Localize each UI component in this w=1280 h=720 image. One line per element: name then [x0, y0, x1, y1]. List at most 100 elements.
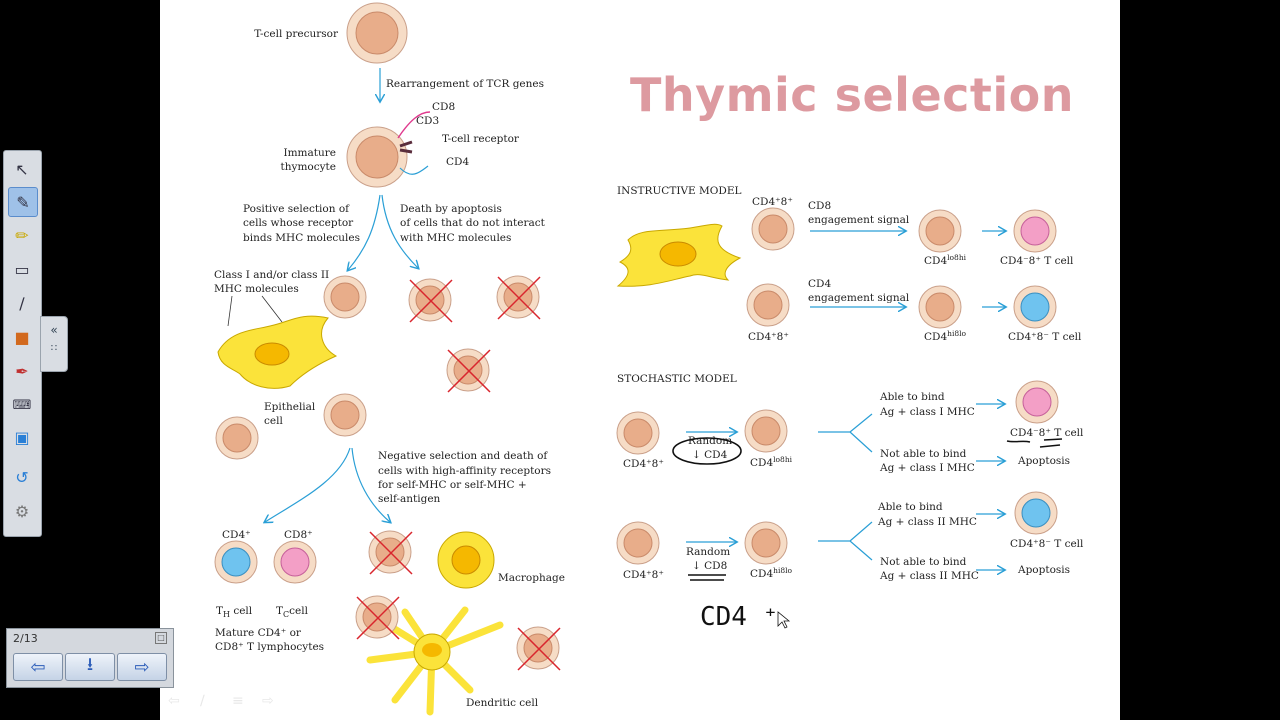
- macrophage-cell: [437, 531, 495, 589]
- precursor-label: T-cell precursor: [254, 28, 339, 40]
- instructive-cd48-bottom-cell: [746, 283, 790, 327]
- instructive-result-top: CD4⁻8⁺ T cell: [1000, 255, 1074, 267]
- negative-selection-1: Negative selection and death of: [378, 450, 548, 462]
- instructive-heading: INSTRUCTIVE MODEL: [617, 185, 741, 197]
- stochastic-row1-start-cell: [616, 411, 660, 455]
- stochastic-row2-mid: CD4hi8lo: [750, 566, 793, 580]
- ghost-back-icon: ⇦: [168, 693, 180, 709]
- stochastic-row2-down: ↓ CD8: [692, 560, 727, 572]
- select-icon[interactable]: ↖: [15, 159, 29, 179]
- ghost-forward-icon: ⇨: [262, 693, 274, 709]
- mature-label-2: CD8⁺ T lymphocytes: [215, 641, 324, 653]
- pen-icon[interactable]: ✎: [8, 187, 38, 217]
- stochastic-row2-nobind-2: Ag + class II MHC: [879, 570, 979, 582]
- instructive-cd4hi8lo-label: CD4hi8lo: [924, 329, 967, 343]
- page-menu-button[interactable]: ⭳: [65, 653, 115, 681]
- arrow-right-icon: ⇨: [134, 656, 150, 678]
- undo-icon[interactable]: ↺: [15, 467, 29, 487]
- instructive-cd4hi8lo-cell: [918, 285, 962, 329]
- cd4-signal-2: engagement signal: [808, 292, 910, 304]
- magic-pen-icon[interactable]: ✒: [15, 361, 29, 381]
- arrow-left-icon: ⇦: [30, 656, 46, 678]
- stochastic-row1-mid-cell: [744, 409, 788, 453]
- stochastic-row1-nobind-1: Not able to bind: [880, 448, 967, 460]
- keyboard-icon[interactable]: ⌨: [12, 397, 32, 413]
- stochastic-row1-nobind-2: Ag + class I MHC: [879, 462, 975, 474]
- epithelial-label-2: cell: [264, 415, 283, 427]
- pin-icon[interactable]: □: [155, 632, 167, 644]
- stochastic-row2-apoptosis: Apoptosis: [1017, 564, 1070, 576]
- handwritten-circle: [672, 437, 742, 465]
- stochastic-heading: STOCHASTIC MODEL: [617, 373, 737, 385]
- page-indicator: 2/13: [13, 632, 38, 645]
- stochastic-row1-result: CD4⁻8⁺ T cell: [1010, 427, 1084, 439]
- apoptotic-cell-1: [408, 278, 453, 323]
- cd8-signal-1: CD8: [808, 200, 831, 212]
- stochastic-row1-result-cell: [1015, 380, 1059, 424]
- cd4-signal-1: CD4: [808, 278, 831, 290]
- macrophage-label: Macrophage: [498, 572, 565, 584]
- instructive-cd48-top-cell: [751, 207, 795, 251]
- cd8-signal-2: engagement signal: [808, 214, 910, 226]
- eraser-icon[interactable]: ▭: [14, 259, 30, 279]
- immature-label-1: Immature: [283, 147, 336, 159]
- cd3-label: CD3: [416, 115, 439, 127]
- highlighter-icon[interactable]: ✏: [15, 225, 29, 245]
- handwritten-underline: [1006, 438, 1063, 448]
- death-apoptosis-2: of cells that do not interact: [400, 217, 546, 229]
- ghost-menu-icon: ≡: [232, 693, 244, 709]
- positive-selection-2: cells whose receptor: [243, 217, 354, 229]
- selected-thymocyte-top: [323, 275, 367, 319]
- stochastic-row2-result: CD4⁺8⁻ T cell: [1010, 538, 1084, 550]
- instructive-pink-cell: [1013, 209, 1057, 253]
- settings-icon[interactable]: ⚙: [14, 501, 30, 521]
- instructive-cd48-top: CD4⁺8⁺: [752, 196, 793, 208]
- precursor-cell: [346, 2, 408, 64]
- ghost-pen-icon: ∕: [200, 693, 205, 709]
- immature-label-2: thymocyte: [281, 161, 336, 173]
- epithelial-label-1: Epithelial: [264, 401, 316, 413]
- stochastic-row2-mid-cell: [744, 521, 788, 565]
- next-page-button[interactable]: ⇨: [117, 653, 167, 681]
- instructive-cd4lo8hi-cell: [918, 209, 962, 253]
- stochastic-row2-start-cell: [616, 521, 660, 565]
- annotation-toolbar: ↖ ✎ ✏ ▭ ∕ ■ ✒ ⌨ ▣ ↺ ⚙: [3, 150, 42, 537]
- stochastic-row2-nobind-1: Not able to bind: [880, 556, 967, 568]
- mature-label-1: Mature CD4⁺ or: [215, 627, 302, 639]
- death-apoptosis-1: Death by apoptosis: [400, 203, 502, 215]
- previous-page-button[interactable]: ⇦: [13, 653, 63, 681]
- handwritten-double-underline: [688, 574, 726, 581]
- dendritic-cell-label: Dendritic cell: [466, 697, 539, 709]
- tcr-label: T-cell receptor: [442, 133, 520, 145]
- th-cell: [214, 540, 258, 584]
- cd8-label: CD8: [432, 101, 455, 113]
- instructive-cd4lo8hi-label: CD4lo8hi: [924, 253, 967, 267]
- cd4-plus-label: CD4⁺: [222, 529, 251, 541]
- stochastic-row2-bind-2: Ag + class II MHC: [877, 516, 977, 528]
- shapes-icon[interactable]: ■: [14, 327, 30, 347]
- line-icon[interactable]: ∕: [19, 293, 25, 313]
- rearrangement-label: Rearrangement of TCR genes: [386, 78, 544, 90]
- negative-selected-cell-1: [368, 530, 413, 575]
- negative-selection-2: cells with high-affinity receptors: [378, 465, 551, 477]
- capture-icon[interactable]: ▣: [14, 427, 30, 447]
- stochastic-row1-start: CD4⁺8⁺: [623, 458, 664, 470]
- epithelial-cell: [217, 315, 338, 389]
- selected-thymocyte-left: [215, 416, 259, 460]
- cd8-plus-label: CD8⁺: [284, 529, 313, 541]
- toolbar-collapse-button[interactable]: « ∷: [40, 316, 68, 372]
- instructive-epithelial-cell: [616, 223, 742, 287]
- tc-cell: [273, 540, 317, 584]
- apoptotic-cell-2: [496, 275, 541, 320]
- stochastic-row1-down: ↓ CD4: [692, 449, 728, 461]
- immature-thymocyte-cell: [346, 111, 431, 188]
- tc-cell-label: TCcell: [276, 605, 309, 619]
- negative-selection-3: for self-MHC or self-MHC +: [378, 479, 527, 491]
- stochastic-row2-start: CD4⁺8⁺: [623, 569, 664, 581]
- handwritten-cd4-plus: CD4 ⁺: [700, 602, 778, 632]
- apoptotic-cell-3: [446, 348, 491, 393]
- mhc-label-1: Class I and/or class II: [214, 269, 329, 281]
- slide-title: Thymic selection: [630, 68, 1075, 122]
- dendritic-cell: [366, 606, 504, 716]
- list-down-icon: ⭳: [86, 654, 94, 675]
